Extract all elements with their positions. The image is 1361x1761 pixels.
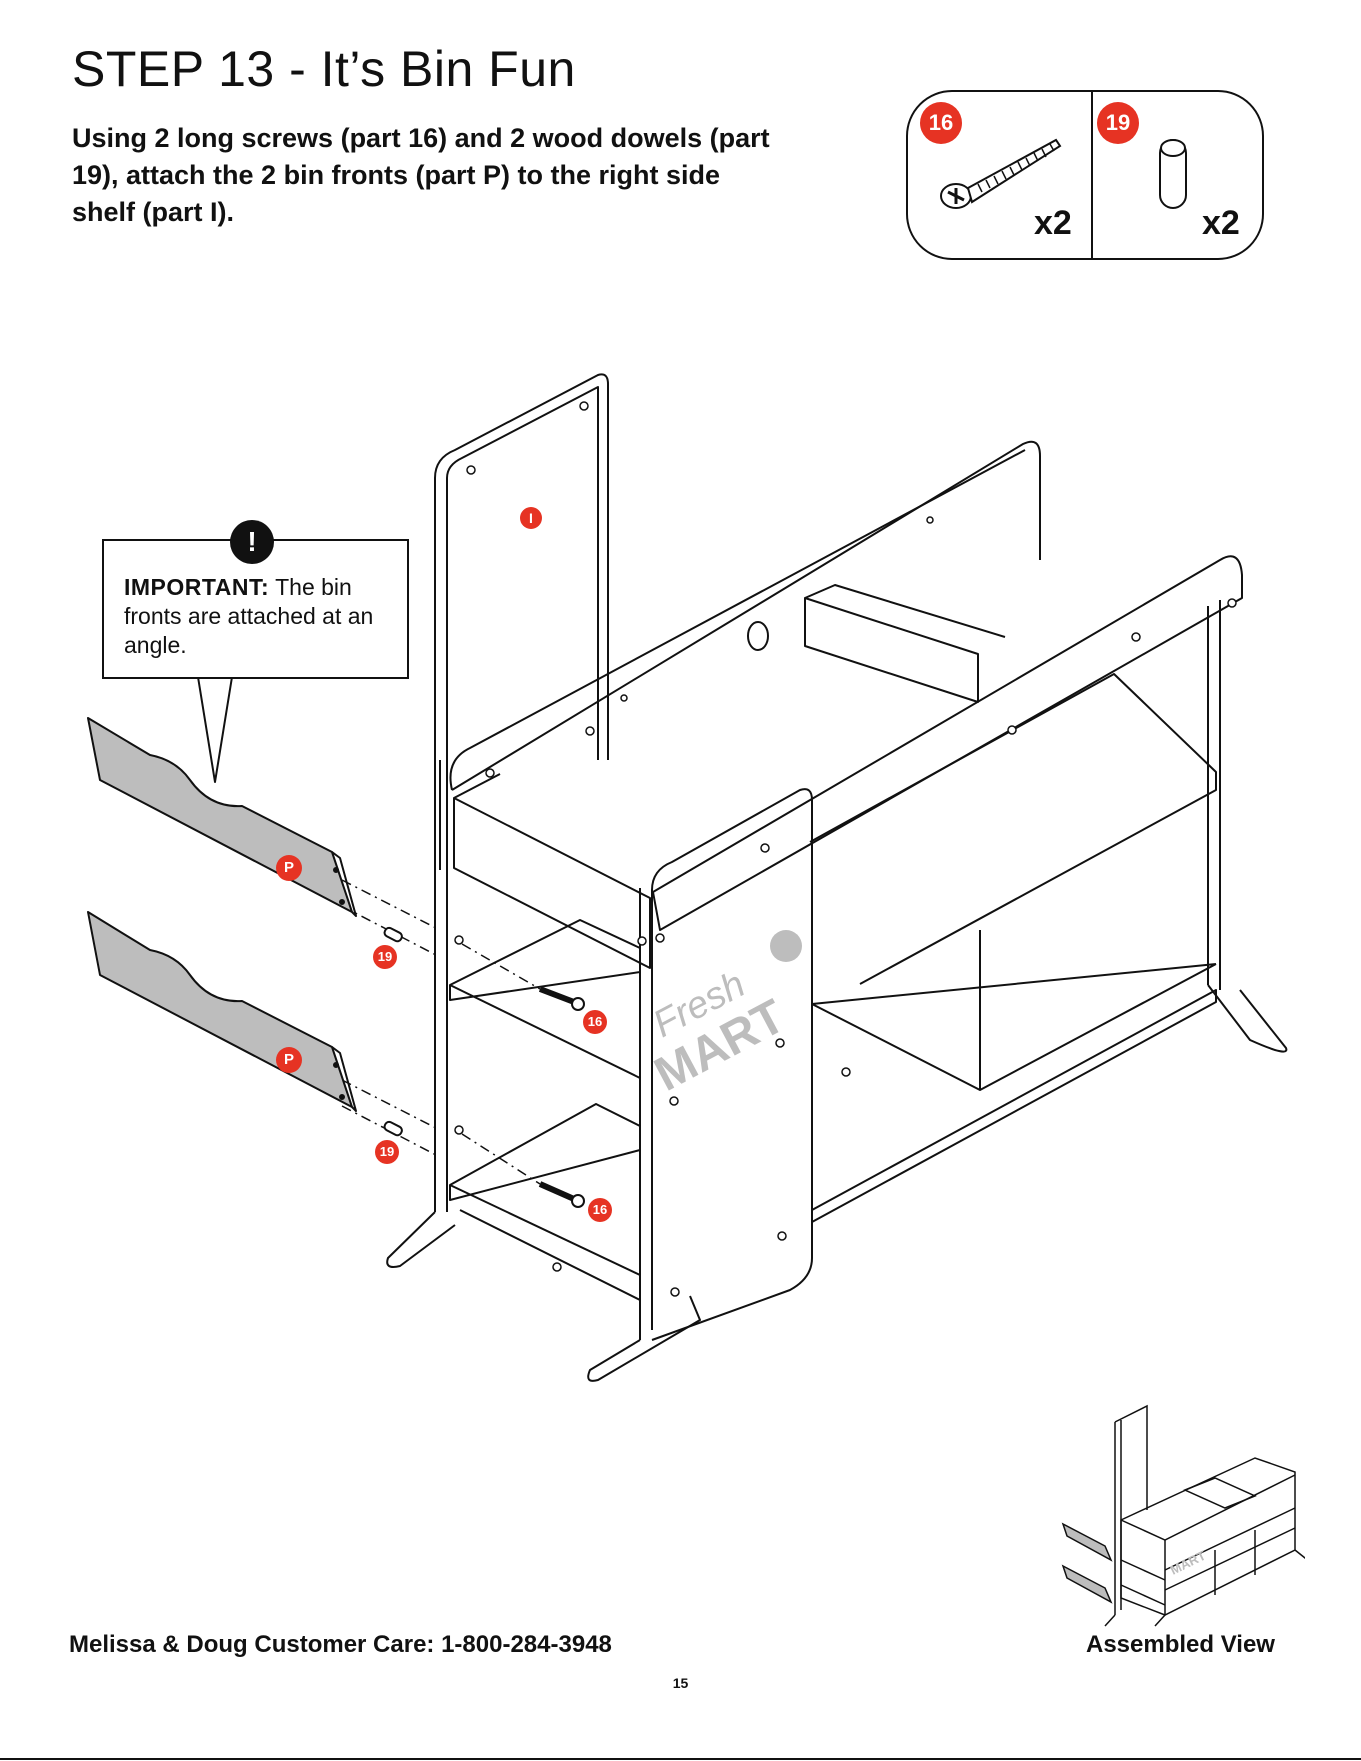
side-panel-i	[434, 373, 609, 760]
label-bin-front-p-upper: P	[276, 855, 302, 881]
tray-divider	[804, 597, 979, 703]
part-16-quantity: x2	[1034, 204, 1072, 242]
dowel-icon	[1159, 139, 1187, 209]
screw-icon	[940, 138, 1062, 209]
dowel-parts	[383, 926, 403, 1137]
apple-icon	[770, 930, 802, 962]
front-side-panel	[651, 788, 813, 1341]
callout-label: IMPORTANT:	[124, 574, 270, 600]
bin-front-lower	[87, 911, 357, 1112]
left-rail	[453, 797, 651, 969]
step-title: STEP 13 - It’s Bin Fun	[72, 41, 576, 97]
assembled-view-thumbnail: MART	[1061, 1404, 1305, 1627]
part-19-quantity: x2	[1202, 204, 1240, 242]
callout-message: The bin fronts are attached at an angle.	[124, 574, 374, 658]
step-instruction: Using 2 long screws (part 16) and 2 wood…	[72, 123, 770, 227]
page-number: 15	[672, 1675, 689, 1691]
parts-box: 16 x2 19 x2	[906, 90, 1264, 260]
label-bin-front-p-lower: P	[276, 1047, 302, 1073]
thumbnail-logo: MART	[1168, 1548, 1208, 1578]
cable-hole	[747, 621, 769, 651]
part-19-badge: 19	[1097, 102, 1139, 144]
installed-screws	[538, 986, 585, 1208]
parts-divider	[1091, 92, 1093, 258]
part-16-badge: 16	[920, 102, 962, 144]
callout-text: IMPORTANT: The bin fronts are attached a…	[124, 573, 399, 660]
bottom-rule	[0, 1758, 1361, 1760]
bin-front-upper	[87, 717, 357, 917]
screw-holes	[454, 401, 1237, 1297]
label-dowel-19-lower: 19	[375, 1140, 399, 1164]
front-rail	[652, 555, 1243, 931]
exclamation-icon: !	[230, 520, 274, 564]
assembled-view-label: Assembled View	[1086, 1631, 1275, 1658]
customer-care: Melissa & Doug Customer Care: 1-800-284-…	[69, 1631, 612, 1658]
callout-pointer	[197, 676, 233, 783]
label-screw-16-lower: 16	[588, 1198, 612, 1222]
label-screw-16-upper: 16	[583, 1010, 607, 1034]
label-dowel-19-upper: 19	[373, 945, 397, 969]
alignment-lines	[341, 879, 541, 1185]
label-shelf-i: I	[520, 507, 542, 529]
